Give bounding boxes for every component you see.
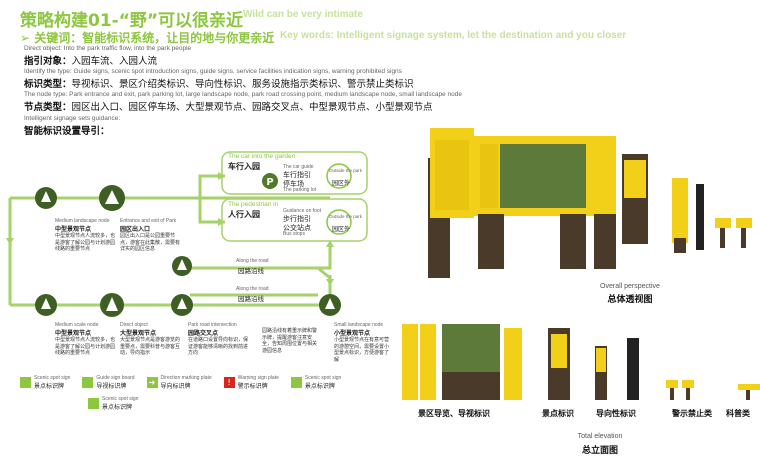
elev-scenic [548, 328, 570, 400]
car-box [221, 151, 368, 195]
road2-cn: 园路沿线 [238, 295, 264, 303]
elev-label-science: 科普类 [726, 409, 750, 418]
arrow-icon: ➜ [146, 377, 158, 388]
node-desc-large: Direct object 大型景观节点 大型景观节点是游客游览的重要点，需要科… [120, 322, 181, 356]
elev-label-scenic: 景点标识 [542, 409, 574, 418]
ped-box-en: The pedestrian in [228, 201, 279, 208]
elev-science [738, 384, 760, 400]
road1-cn: 园路沿线 [238, 267, 264, 275]
def-node: 节点类型：园区出入口、园区停车场、大型景观节点、园路交叉点、中型景观节点、小型景… [24, 102, 433, 113]
scenic-icon [290, 377, 302, 388]
elev-guide-group [402, 324, 522, 400]
node-desc-intersection: Park road intersection 园路交叉点 在道路口设置导向标识，… [188, 322, 249, 356]
elevation-illustration [402, 324, 760, 400]
elev-label-warning: 警示禁止类 [672, 409, 712, 418]
sign-warning-small [715, 218, 752, 248]
road2-en: Along the road [236, 286, 269, 292]
flow-diagram: P [6, 151, 368, 317]
road1-en: Along the road [236, 258, 269, 264]
parking-cn: 停车场 [283, 180, 304, 188]
node-desc-medium-top: Medium landscape node 中型景观节点 中型景观节点人流较多，… [55, 218, 116, 252]
car-guide-en: The car guide [283, 164, 314, 170]
perspective-cn: 总体透视图 [607, 295, 653, 305]
sign-post-dark [696, 184, 704, 250]
ped-box [221, 198, 368, 242]
guidance-en: Intelligent signage sets guidance: [24, 115, 121, 122]
sign-guide-left [428, 128, 474, 278]
keywords-cn: ➢ 关键词：智能标识系统，让目的地与你更亲近 [20, 31, 275, 45]
sign-side-plate [594, 136, 616, 269]
def-type-en: Identify the type: Guide signs, scenic s… [24, 68, 402, 75]
car-box-cn: 车行入园 [228, 162, 260, 171]
parking-icon [262, 173, 278, 189]
sign-map-board [472, 136, 594, 269]
keywords-en: Key words: Intelligent signage system, l… [280, 30, 627, 41]
page-title-en: Wild can be very intimate [243, 9, 363, 20]
scenic-icon [20, 377, 31, 388]
elev-direction [595, 338, 639, 400]
perspective-en: Overall perspective [600, 283, 660, 290]
ped-box-cn: 人行入园 [228, 210, 260, 219]
node-desc-medium-bottom: Medium scale node 中型景观节点 中型景观节点人流较多，也是游客… [55, 322, 116, 356]
node-desc-small: Small landscape node 小型景观节点 小型景观节点在有意可营的… [334, 322, 390, 363]
svg-text:P: P [266, 177, 273, 188]
def-type: 标识类型：导视标识、景区介绍类标识、导向性标识、服务设施指示类标识、警示禁止类标… [24, 79, 414, 90]
elev-warning [666, 380, 694, 400]
car-box-en: The car into the garden [228, 153, 296, 160]
flow-line-road-join [317, 266, 331, 280]
car-guide-cn: 车行指引 [283, 171, 311, 179]
elevation-cn: 总立面图 [581, 446, 618, 456]
perspective-illustration [428, 128, 752, 278]
bus-en: Bus stops [283, 231, 305, 237]
bus-cn: 公交站点 [283, 224, 311, 232]
ped-guide-en: Guidance on foot [283, 208, 322, 214]
flow-line-to-ped [198, 198, 225, 224]
scenic-icon [88, 398, 99, 409]
outside-car-en: Outside the park [329, 168, 363, 173]
elevation-en: Total elevation [577, 433, 623, 440]
warning-icon: ! [223, 377, 235, 388]
outside-park-circle-car [326, 163, 352, 189]
outside-car-cn: 园区外 [332, 180, 351, 187]
flow-line-to-car [112, 174, 225, 200]
def-node-en: The node type: Park entrance and exit, p… [24, 91, 462, 98]
node-desc-entrance: Entrance and exit of Park 园区出入口 园区出入口是公园… [120, 218, 181, 252]
def-object: 指引对象：入园车流、入园人流 [24, 56, 158, 67]
guidance-label: 智能标识设置导引： [24, 126, 110, 137]
sign-small-guide [672, 178, 688, 253]
elev-label-direction: 导向性标识 [596, 409, 636, 418]
guide-icon [82, 377, 94, 388]
sign-direction [622, 154, 648, 244]
outside-ped-cn: 园区外 [332, 226, 351, 233]
parking-en: The parking lot [283, 187, 317, 193]
node-desc-road: 园路沿线有着重示牌和警示牌，提醒游客注意安全，告知周围位置与相关游园信息 [262, 328, 318, 354]
def-object-en: Direct object: Into the park traffic flo… [24, 45, 192, 52]
elev-label-guide: 景区导览、导视标识 [418, 409, 490, 418]
outside-park-circle-ped [326, 209, 352, 235]
ped-guide-cn: 步行指引 [283, 215, 311, 223]
outside-ped-en: Outside the park [329, 214, 363, 219]
page-title: 策略构建01-“野”可以很亲近 [20, 11, 244, 31]
